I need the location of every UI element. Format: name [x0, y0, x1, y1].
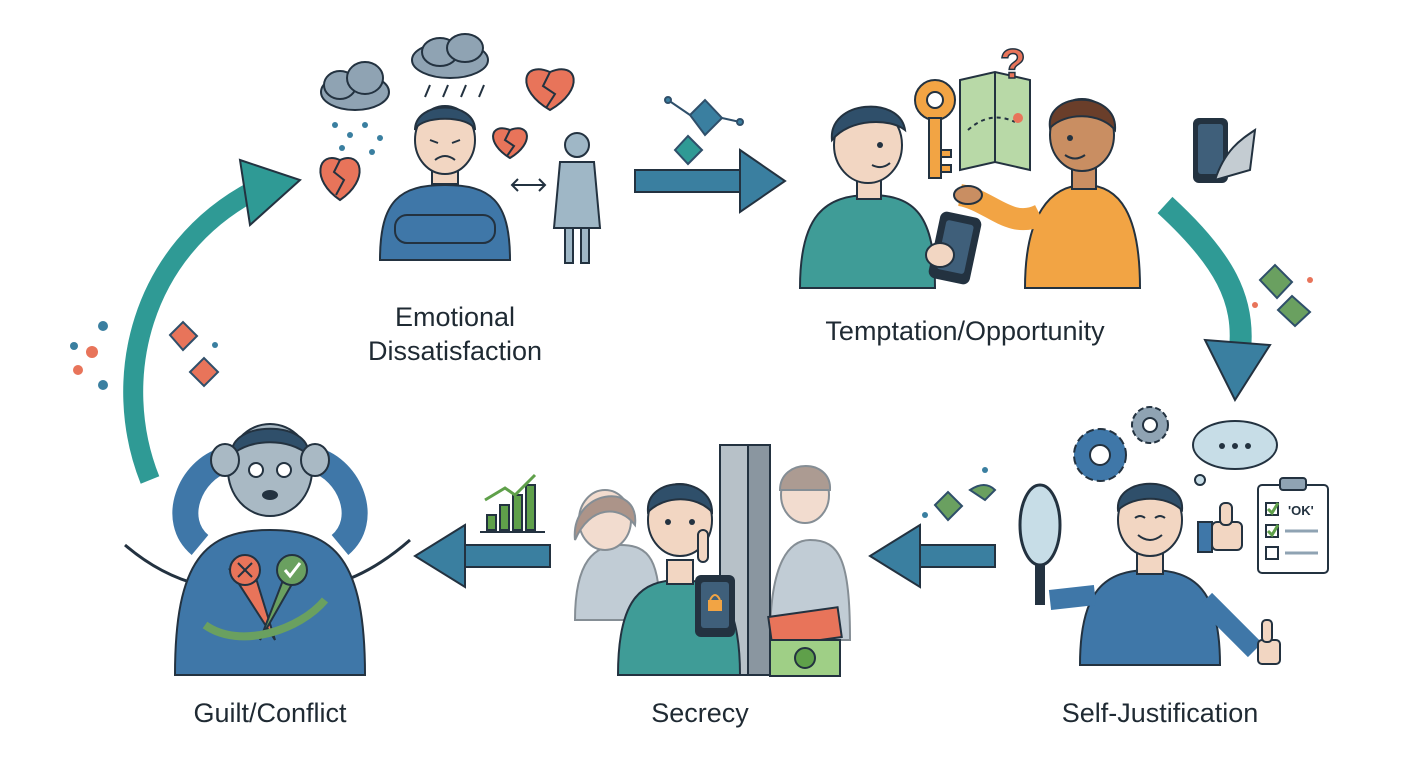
secretive-man	[616, 483, 742, 676]
label-emotional-dissatisfaction: Emotional Dissatisfaction	[340, 300, 570, 368]
label-guilt-conflict: Guilt/Conflict	[160, 696, 380, 730]
guilty-person	[172, 423, 368, 676]
label-temptation-opportunity: Temptation/Opportunity	[775, 314, 1155, 348]
thought-bubble-icon	[1192, 420, 1278, 486]
storm-cloud-icon	[320, 61, 390, 155]
storm-cloud-icon	[411, 33, 489, 98]
neuron-icon	[1252, 263, 1313, 328]
checklist-badge: 'OK'	[1288, 503, 1314, 518]
check-mark-icon	[276, 554, 308, 586]
neuron-icon	[664, 96, 744, 166]
question-mark-icon: ?	[1000, 40, 1026, 87]
sad-man	[378, 105, 512, 261]
broken-heart-icon	[319, 157, 361, 202]
label-line: Guilt/Conflict	[193, 698, 347, 728]
gear-icon	[1073, 428, 1127, 482]
decorative-dots	[70, 321, 108, 390]
label-self-justification: Self-Justification	[1020, 696, 1300, 730]
stage-secrecy-figure	[573, 444, 852, 677]
arrow-to-justification	[1157, 196, 1272, 403]
gear-icon	[1131, 406, 1169, 444]
money-icon	[767, 606, 843, 677]
arrow-to-guilt	[413, 523, 551, 589]
broken-heart-icon	[525, 68, 575, 112]
stranger-man	[953, 98, 1142, 289]
cross-mark-icon	[229, 554, 261, 586]
label-secrecy: Secrecy	[610, 696, 790, 730]
arrow-to-temptation	[634, 148, 787, 214]
door-icon	[719, 444, 771, 676]
neuron-icon	[922, 467, 997, 522]
cycle-arrow-up	[123, 158, 302, 484]
label-line: Secrecy	[651, 698, 749, 728]
growth-chart-icon	[480, 473, 545, 533]
partner-silhouette	[552, 132, 602, 264]
label-line: Self-Justification	[1061, 698, 1259, 728]
thumbs-up-icon	[1257, 619, 1281, 665]
label-line: Dissatisfaction	[367, 336, 543, 366]
stage-justification-figure: 'OK'	[1018, 406, 1329, 666]
phone-icon	[695, 575, 735, 637]
man-with-phone	[798, 105, 982, 289]
mirror-icon	[1018, 483, 1062, 605]
broken-heart-icon	[492, 127, 528, 160]
label-line: Emotional	[394, 302, 516, 332]
stage-temptation-figure: ?	[798, 39, 1142, 289]
key-icon	[914, 79, 956, 179]
justifying-man	[1048, 482, 1281, 666]
thumbs-up-icon	[1197, 502, 1243, 553]
conflict-emblem	[202, 554, 329, 641]
arrow-to-secrecy	[868, 523, 996, 589]
checklist-icon: 'OK'	[1257, 477, 1329, 574]
neuron-icon	[168, 320, 220, 388]
stage-guilt-figure	[124, 423, 411, 676]
label-line: Temptation/Opportunity	[825, 316, 1105, 346]
phone-icon	[1193, 118, 1257, 183]
distance-arrow-icon	[510, 178, 547, 192]
stage-emotional-figure	[319, 33, 602, 264]
map-icon	[959, 70, 1031, 172]
